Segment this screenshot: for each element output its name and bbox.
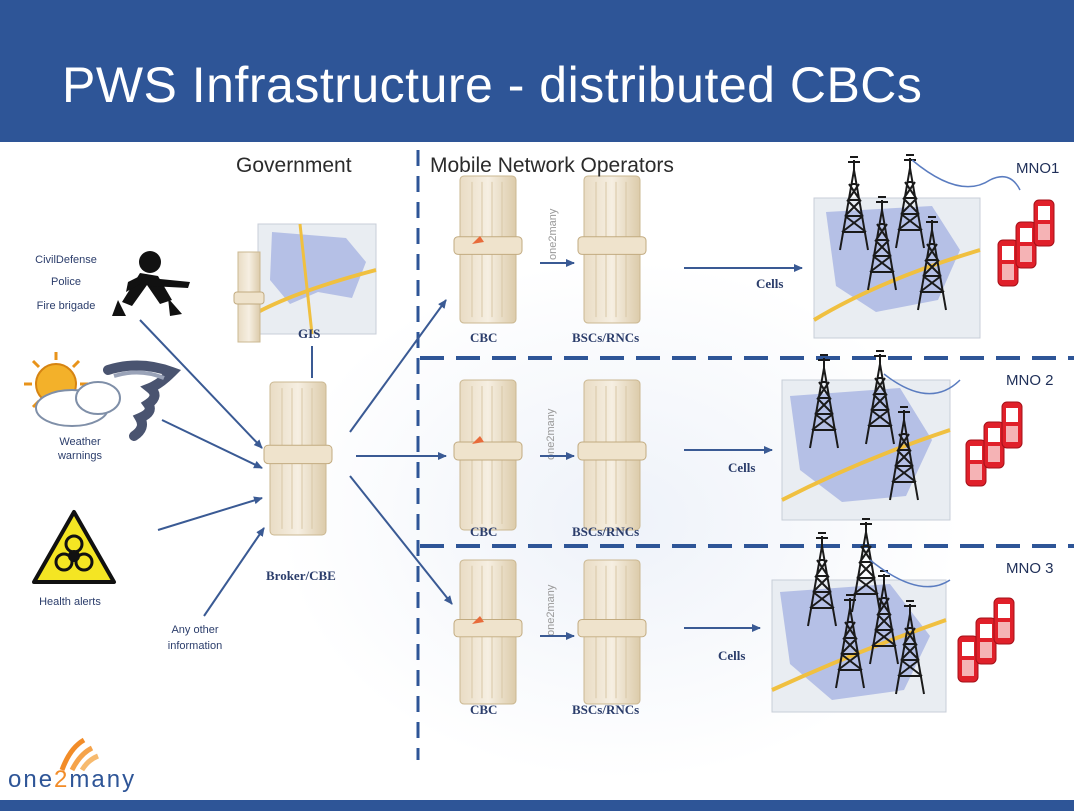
gis-map-icon: [233, 223, 377, 343]
government-section-title: Government: [236, 154, 352, 177]
source-weather-line1: Weather: [59, 436, 101, 448]
cells-label-2: Cells: [728, 460, 756, 475]
broker-server-icon: [263, 381, 333, 536]
sun-icon: [24, 352, 121, 427]
cbc-label-3: CBC: [470, 702, 498, 717]
broker-label: Broker/CBE: [266, 568, 336, 583]
title-banner: PWS Infrastructure - distributed CBCs: [0, 0, 1074, 142]
bsc-label-1: BSCs/RNCs: [572, 330, 640, 345]
cbc-label-1: CBC: [470, 330, 498, 345]
source-fire-brigade: Fire brigade: [36, 300, 96, 312]
logo-prefix: one: [8, 766, 55, 793]
gis-label: GIS: [298, 326, 321, 341]
source-other-line2: information: [167, 640, 223, 652]
svg-text:one2many: one2many: [547, 208, 559, 260]
mno-row-1: one2many: [453, 154, 1055, 339]
logo-suffix: many: [69, 766, 137, 793]
footer-bar: [0, 800, 1074, 811]
mno-name-1: MNO1: [1016, 160, 1060, 177]
cells-label-3: Cells: [718, 648, 746, 663]
company-logo: one2many: [8, 766, 136, 794]
svg-text:one2many: one2many: [545, 408, 557, 460]
mno-row-3: one2many: [453, 518, 1015, 713]
source-police: Police: [51, 276, 81, 288]
logo-accent: 2: [54, 766, 70, 793]
mno-name-2: MNO 2: [1006, 372, 1054, 389]
mno-name-3: MNO 3: [1006, 560, 1054, 577]
source-other-line1: Any other: [171, 624, 219, 636]
logo-signal-icon: [59, 737, 100, 772]
cbc-label-2: CBC: [470, 524, 498, 539]
bsc-label-3: BSCs/RNCs: [572, 702, 640, 717]
biohazard-icon: [32, 510, 116, 584]
source-civil-defense: CivilDefense: [35, 254, 97, 266]
operators-section-title: Mobile Network Operators: [430, 154, 674, 177]
tornado-icon: [103, 360, 182, 441]
svg-text:one2many: one2many: [545, 584, 557, 636]
cells-label-1: Cells: [756, 276, 784, 291]
source-health-alerts: Health alerts: [39, 596, 101, 608]
source-weather-line2: warnings: [57, 450, 103, 462]
slide-title: PWS Infrastructure - distributed CBCs: [62, 57, 923, 113]
mno-row-2: one2many: [453, 350, 1023, 531]
bsc-label-2: BSCs/RNCs: [572, 524, 640, 539]
soldier-icon: [112, 251, 190, 316]
